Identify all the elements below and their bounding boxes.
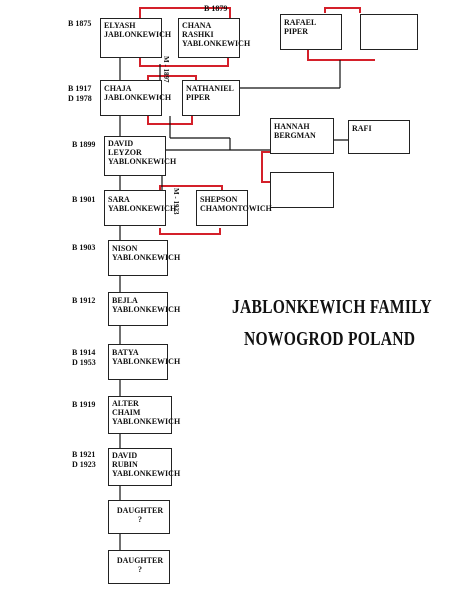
chana-dates: B 1879 [204, 4, 228, 13]
spouse-bracket-sara-shepson-bottom [159, 228, 221, 235]
diagram-title-line-2: NOWOGROD POLAND [244, 328, 416, 350]
person-box-shepson[interactable]: SHEPSON CHAMONTOWICH [196, 190, 272, 226]
person-box-elyash[interactable]: ELYASH JABLONKEWICH [100, 18, 171, 58]
spouse-bracket-elyash-chana [139, 7, 231, 20]
person-name-bejla: BEJLA YABLONKEWICH [112, 296, 181, 314]
person-box-chaja[interactable]: CHAJA JABLONKEWICH [100, 80, 171, 116]
alter-dates: B 1919 [72, 400, 96, 409]
person-name-daughter-2: DAUGHTER ? [116, 556, 164, 574]
person-name-alter: ALTER CHAIM YABLONKEWICH [112, 399, 181, 426]
diagram-title-line-1: JABLONKEWICH FAMILY [232, 296, 432, 318]
spouse-bracket-chaja-nathaniel [147, 75, 197, 82]
spouse-bracket-hannah [261, 151, 273, 183]
person-box-david-leyzor[interactable]: DAVID LEYZOR YABLONKEWICH [104, 136, 176, 176]
nison-dates: B 1903 [72, 243, 96, 252]
bejla-dates: B 1912 [72, 296, 96, 305]
person-box-rafael[interactable]: RAFAEL PIPER [280, 14, 342, 50]
spouse-bracket-rafael-piper-top [324, 7, 361, 13]
person-name-rafael: RAFAEL PIPER [284, 18, 317, 36]
person-box-rafael-spouse-empty[interactable] [360, 14, 418, 50]
person-box-hannah-spouse-empty[interactable] [270, 172, 334, 208]
person-name-nison: NISON YABLONKEWICH [112, 244, 181, 262]
elyash-dates: B 1875 [68, 19, 92, 28]
sara-dates: B 1901 [72, 195, 96, 204]
person-box-rafi[interactable]: RAFI [348, 120, 410, 154]
person-name-daughter-1: DAUGHTER ? [116, 506, 164, 524]
person-box-bejla[interactable]: BEJLA YABLONKEWICH [108, 292, 180, 326]
marriage-label-elyash-chana: M - 1897 [162, 56, 170, 83]
person-box-nathaniel[interactable]: NATHANIEL PIPER [182, 80, 240, 116]
person-name-david-rubin: DAVID RUBIN YABLONKEWICH [112, 451, 181, 478]
person-box-daughter-1[interactable]: DAUGHTER ? [108, 500, 170, 534]
person-name-nathaniel: NATHANIEL PIPER [186, 84, 234, 102]
spouse-bracket-elyash-chana-bottom [139, 58, 229, 67]
person-name-rafi: RAFI [352, 124, 372, 133]
person-box-batya[interactable]: BATYA YABLONKEWICH [108, 344, 180, 380]
spouse-bracket-sara-shepson-top [159, 185, 223, 192]
person-name-sara: SARA YABLONKEWICH [108, 195, 177, 213]
person-name-elyash: ELYASH JABLONKEWICH [104, 21, 172, 39]
person-name-hannah: HANNAH BERGMAN [274, 122, 316, 140]
person-name-chaja: CHAJA JABLONKEWICH [104, 84, 172, 102]
person-name-shepson: SHEPSON CHAMONTOWICH [200, 195, 272, 213]
person-box-hannah[interactable]: HANNAH BERGMAN [270, 118, 334, 154]
person-name-chana: CHANA RASHKI YABLONKEWICH [182, 21, 251, 48]
batya-dates: B 1914 D 1953 [72, 348, 96, 367]
david-rubin-dates: B 1921 D 1923 [72, 450, 96, 469]
person-box-chana[interactable]: CHANA RASHKI YABLONKEWICH [178, 18, 250, 58]
person-box-david-rubin[interactable]: DAVID RUBIN YABLONKEWICH [108, 448, 180, 486]
spouse-bracket-rafael-piper [307, 48, 375, 61]
david-leyzor-dates: B 1899 [72, 140, 96, 149]
chaja-dates: B 1917 D 1978 [68, 84, 92, 103]
marriage-label-sara-shepson: M - 1923 [172, 188, 180, 215]
person-name-david-leyzor: DAVID LEYZOR YABLONKEWICH [108, 139, 177, 166]
person-box-alter[interactable]: ALTER CHAIM YABLONKEWICH [108, 396, 180, 434]
person-box-sara[interactable]: SARA YABLONKEWICH [104, 190, 176, 226]
person-box-daughter-2[interactable]: DAUGHTER ? [108, 550, 170, 584]
person-box-nison[interactable]: NISON YABLONKEWICH [108, 240, 180, 276]
person-name-batya: BATYA YABLONKEWICH [112, 348, 181, 366]
